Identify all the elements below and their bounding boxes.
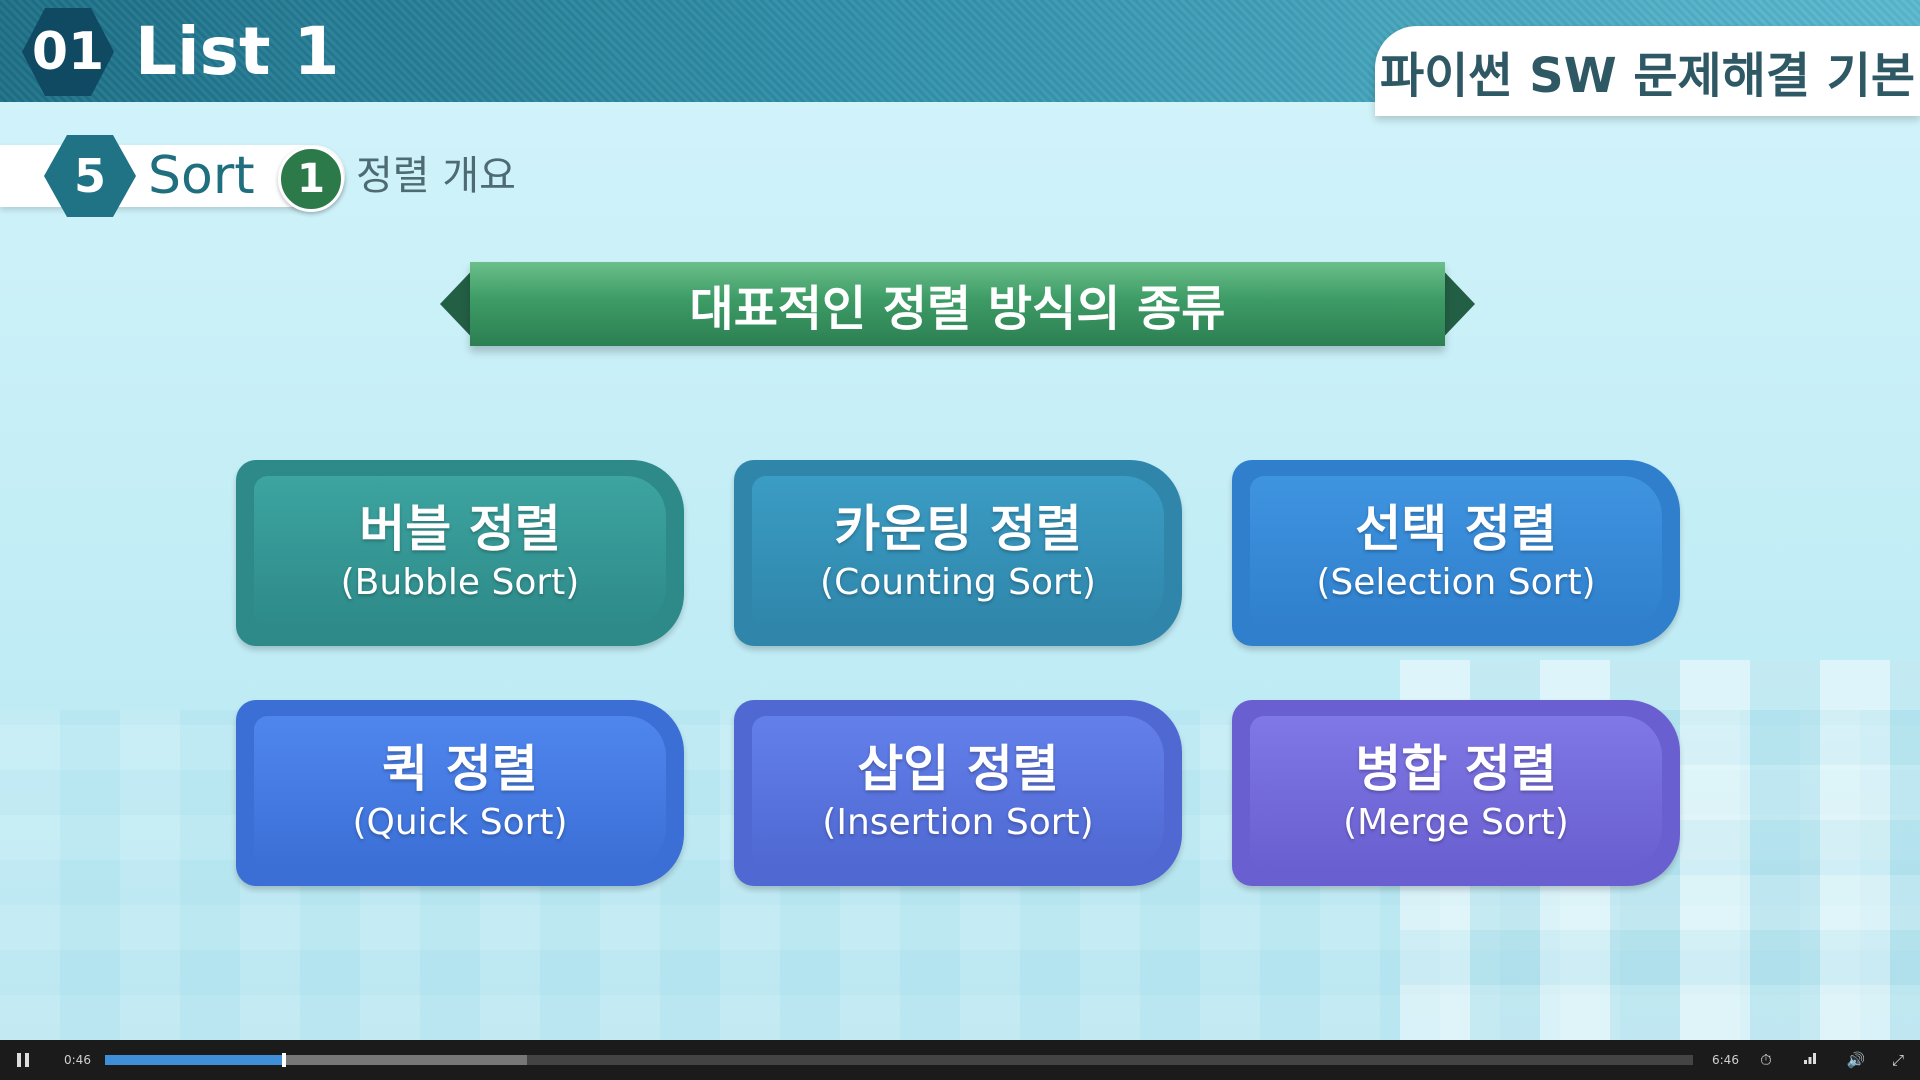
card-title-en: (Selection Sort) — [1316, 562, 1596, 603]
card-title-ko: 삽입 정렬 — [857, 740, 1059, 798]
topic-banner: 대표적인 정렬 방식의 종류 — [440, 262, 1475, 346]
card-quick-sort: 퀵 정렬 (Quick Sort) — [236, 700, 684, 886]
card-title-ko: 카운팅 정렬 — [834, 500, 1082, 558]
card-title-ko: 선택 정렬 — [1355, 500, 1557, 558]
section-title: Sort — [148, 146, 255, 206]
card-title-ko: 퀵 정렬 — [382, 740, 538, 798]
speed-icon[interactable]: ⏱ — [1760, 1051, 1772, 1069]
card-inner: 퀵 정렬 (Quick Sort) — [254, 716, 666, 868]
chapter-title: List 1 — [135, 13, 340, 90]
seek-bar[interactable] — [105, 1053, 1693, 1067]
pause-icon[interactable] — [14, 1050, 34, 1070]
course-title: 파이썬 SW 문제해결 기본 — [1375, 26, 1920, 116]
quality-icon[interactable] — [1800, 1050, 1820, 1070]
buffered-bar — [105, 1055, 528, 1065]
fullscreen-exit-icon[interactable]: ⤢ — [1891, 1051, 1904, 1069]
banner-title: 대표적인 정렬 방식의 종류 — [470, 262, 1445, 346]
card-title-en: (Quick Sort) — [352, 802, 568, 843]
volume-icon[interactable]: 🔊 — [1846, 1051, 1866, 1069]
lecture-slide: 01 List 1 파이썬 SW 문제해결 기본 5 Sort 1 정렬 개요 … — [0, 0, 1920, 1040]
progress-bar — [105, 1055, 285, 1065]
chapter-number: 01 — [31, 22, 105, 82]
card-counting-sort: 카운팅 정렬 (Counting Sort) — [734, 460, 1182, 646]
card-inner: 선택 정렬 (Selection Sort) — [1250, 476, 1662, 628]
current-time: 0:46 — [64, 1053, 91, 1067]
card-bubble-sort: 버블 정렬 (Bubble Sort) — [236, 460, 684, 646]
card-title-en: (Merge Sort) — [1343, 802, 1569, 843]
card-insertion-sort: 삽입 정렬 (Insertion Sort) — [734, 700, 1182, 886]
card-inner: 삽입 정렬 (Insertion Sort) — [752, 716, 1164, 868]
card-inner: 병합 정렬 (Merge Sort) — [1250, 716, 1662, 868]
card-title-ko: 병합 정렬 — [1355, 740, 1557, 798]
card-title-ko: 버블 정렬 — [359, 500, 561, 558]
card-title-en: (Bubble Sort) — [340, 562, 580, 603]
card-selection-sort: 선택 정렬 (Selection Sort) — [1232, 460, 1680, 646]
video-player-controls: 0:46 6:46 ⏱ 🔊 ⤢ — [0, 1040, 1920, 1080]
card-title-en: (Counting Sort) — [820, 562, 1096, 603]
seek-handle[interactable] — [282, 1053, 287, 1067]
duration: 6:46 — [1712, 1053, 1739, 1067]
card-inner: 카운팅 정렬 (Counting Sort) — [752, 476, 1164, 628]
subsection-number: 1 — [278, 146, 344, 212]
card-merge-sort: 병합 정렬 (Merge Sort) — [1232, 700, 1680, 886]
section-number: 5 — [44, 135, 136, 217]
card-title-en: (Insertion Sort) — [822, 802, 1094, 843]
card-inner: 버블 정렬 (Bubble Sort) — [254, 476, 666, 628]
subsection-title: 정렬 개요 — [356, 153, 516, 199]
